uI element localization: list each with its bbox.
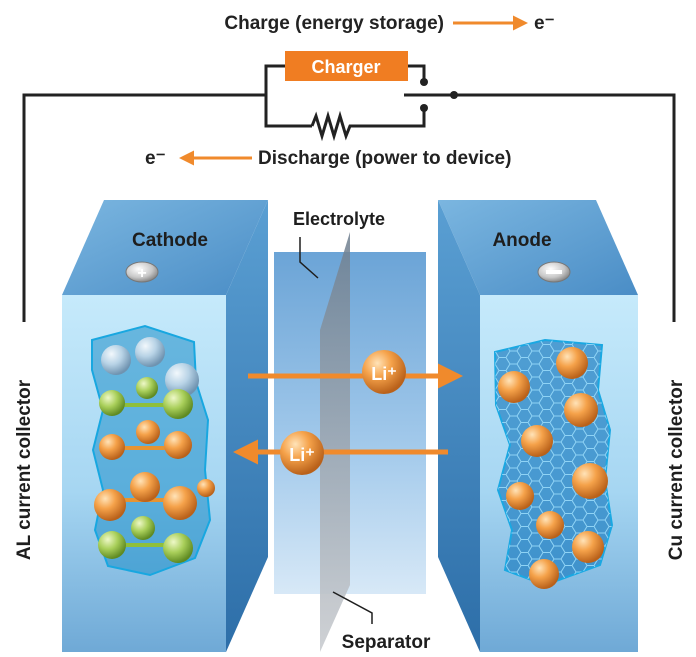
right-wire [454,93,676,322]
anode-label: Anode [492,230,551,251]
anode-atom [529,559,559,589]
cathode-atom [165,363,199,397]
electron-label-left: e⁻ [145,148,166,169]
anode-top-face [438,200,638,295]
cathode-atom [99,390,125,416]
cu-current-collector-label: Cu current collector [666,379,687,560]
li-ion-bottom-label: Li⁺ [289,445,315,465]
li-ion-top [362,350,406,394]
cathode-atom [94,489,126,521]
cathode-atom [98,531,126,559]
anode-atom [564,393,598,427]
switch-contact-bottom [420,104,428,112]
li-ion-bottom [280,431,324,475]
external-circuit [22,64,676,322]
cathode-atom [197,479,215,497]
cathode-atom [163,389,193,419]
cathode-atom [131,516,155,540]
cathode-terminal-plus: + [137,265,146,282]
anode-atom [572,463,608,499]
cathode-atom [136,420,160,444]
left-wire [22,93,266,322]
discharge-ion-flow: Li⁺ [233,431,448,475]
electrolyte-leader-line [299,237,319,279]
cathode-atom [136,377,158,399]
cathode-atom [101,345,131,375]
switch-contact-top [420,78,428,86]
cathode-metal-atoms [98,377,193,563]
resistor-icon [310,110,354,142]
anode-atom [556,347,588,379]
anode-side-face [438,200,480,652]
separator-leader-line [332,591,373,624]
anode-block: Anode [438,200,638,652]
cathode-atom [164,431,192,459]
charger-box [285,51,408,81]
anode-atom [572,531,604,563]
anode-atom [498,371,530,403]
charge-ion-flow: Li⁺ [248,350,463,394]
charger-label: Charger [311,57,380,77]
cathode-atom [99,434,125,460]
resistor-branch-wire [264,95,426,128]
cathode-block: + Cathode [62,200,268,652]
separator-membrane [320,232,350,652]
cathode-positive-terminal-icon [125,261,159,283]
anode-atom [506,482,534,510]
cathode-label: Cathode [132,230,208,251]
anode-terminal-minus [546,270,562,274]
switch-pivot [450,91,458,99]
electrolyte-label: Electrolyte [293,209,385,229]
al-current-collector-label: AL current collector [14,379,35,560]
anode-atom [521,425,553,457]
separator-label: Separator [342,632,431,653]
cathode-top-face [62,200,268,295]
cathode-atom [135,337,165,367]
cathode-atom [163,533,193,563]
cathode-atom [163,486,197,520]
electron-label-right: e⁻ [534,13,555,34]
cathode-oxygen-atoms [101,337,199,397]
charge-label: Charge (energy storage) [224,13,444,34]
anode-atom [536,511,564,539]
li-ion-top-label: Li⁺ [371,364,397,384]
discharge-label: Discharge (power to device) [258,148,511,169]
cathode-side-face [226,200,268,652]
anode-lithium-atoms [498,347,608,589]
cathode-lithium-atoms [94,420,215,521]
cathode-atom [130,472,160,502]
